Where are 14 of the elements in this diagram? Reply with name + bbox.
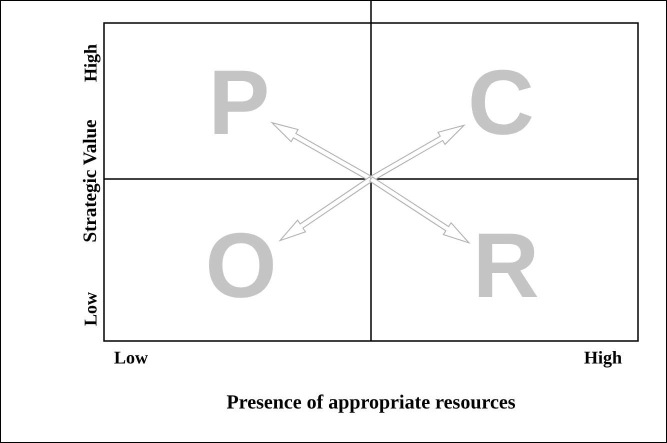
axis-tick-label: Low [80,292,102,326]
axis-tick-label: Low [114,348,148,368]
axis-tick-label: High [584,348,622,368]
quadrant-letter: O [202,230,280,304]
arrow [278,176,374,242]
quadrant-letter: P [206,67,272,141]
axis-title: Strategic Value [80,120,102,242]
arrow [369,124,466,182]
axis-tick-label: High [80,44,102,82]
quadrant-letter: R [469,230,543,304]
arrow [270,122,373,182]
axis-title: Presence of appropriate resources [226,392,516,414]
arrow [368,176,471,244]
quadrant-letter: C [464,67,538,141]
